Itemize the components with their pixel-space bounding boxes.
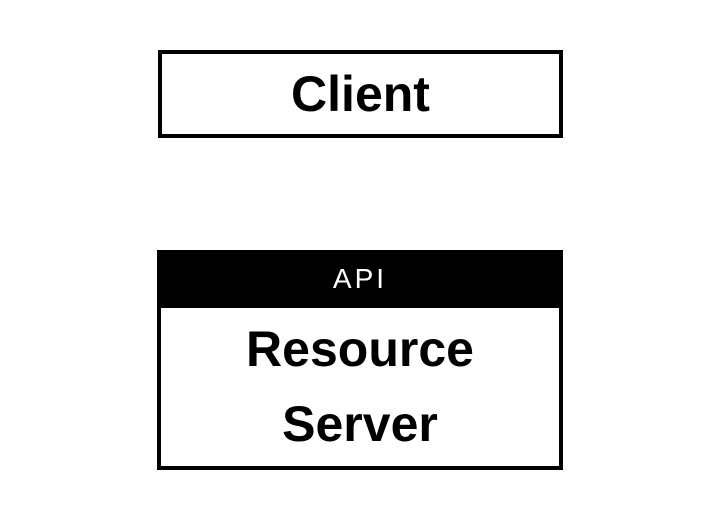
api-header-bar: API [157, 250, 563, 308]
client-label: Client [291, 66, 430, 122]
api-label: API [332, 263, 388, 294]
resource-server-label-line1: Resource [246, 321, 474, 377]
resource-server-box: API Resource Server [157, 250, 563, 470]
client-box: Client [158, 50, 563, 138]
resource-server-body: Resource Server [157, 308, 563, 470]
resource-server-label-line2: Server [282, 396, 438, 452]
